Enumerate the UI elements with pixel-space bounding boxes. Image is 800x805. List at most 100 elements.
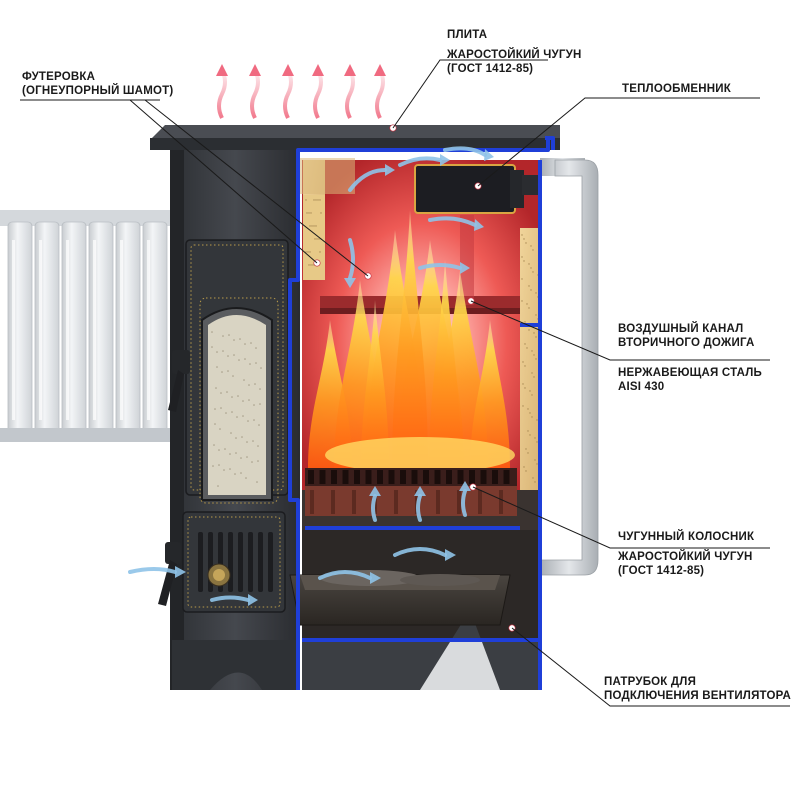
glass-speck — [256, 481, 258, 483]
glass-speck — [227, 370, 229, 372]
glass-speck — [237, 395, 239, 397]
grate-rib — [394, 490, 398, 514]
chamotte-speck — [527, 408, 529, 410]
chamotte-speck — [308, 264, 310, 266]
grate-bar — [492, 470, 498, 484]
air-arrow — [398, 156, 442, 167]
glass-speck — [242, 400, 244, 402]
air-flow-arrows — [128, 146, 494, 606]
ash-door-slot — [258, 532, 263, 592]
stainless-steel-walls — [288, 136, 555, 690]
chamotte-speck — [523, 238, 525, 240]
chamotte-speck — [308, 212, 310, 214]
flame-tongue — [429, 260, 461, 470]
heat-rising-arrows — [216, 64, 386, 119]
chamotte-speck — [530, 267, 532, 269]
glass-speck — [245, 477, 247, 479]
chamotte-speck — [315, 225, 317, 227]
air-arrow-head — [414, 486, 426, 496]
radiator-fin — [34, 221, 60, 433]
flame-tongue — [361, 300, 389, 470]
chamotte-speck — [525, 470, 527, 472]
glass-speck — [219, 428, 221, 430]
heat-arrow-head — [312, 64, 324, 76]
ash-door — [182, 511, 286, 613]
label-fan: ПАТРУБОК ДЛЯ ПОДКЛЮЧЕНИЯ ВЕНТИЛЯТОРА — [604, 675, 791, 703]
glass-speck — [223, 469, 225, 471]
glass-speck — [216, 351, 218, 353]
chamotte-speck — [311, 225, 313, 227]
heat-arrow-head — [249, 64, 261, 76]
glass-speck — [251, 461, 253, 463]
air-arrow — [443, 146, 487, 157]
grate-bar — [446, 470, 452, 484]
air-arrow — [318, 570, 372, 580]
glass-speck — [253, 404, 255, 406]
glass-speck — [240, 457, 242, 459]
glass-speck — [214, 408, 216, 410]
heating-pipe — [539, 158, 599, 576]
chamotte-speck — [310, 212, 312, 214]
glass-speck — [253, 419, 255, 421]
flame-tongue — [392, 210, 428, 470]
heat-arrow-head — [282, 64, 294, 76]
chamotte-speck — [528, 285, 530, 287]
air-arrow-head — [484, 149, 494, 161]
air-arrow — [418, 263, 462, 270]
chamotte-speck — [314, 238, 316, 240]
label-plate-material: ЖАРОСТОЙКИЙ ЧУГУН — [447, 49, 582, 61]
air-arrow — [461, 489, 467, 517]
chamotte-speck — [522, 383, 524, 385]
glass-speck — [224, 448, 226, 450]
glass-speck — [233, 354, 235, 356]
radiator-fin — [142, 221, 168, 433]
radiator-fin-highlight — [93, 240, 96, 420]
air-regulator-dial[interactable] — [207, 563, 231, 587]
glass-speck — [235, 437, 237, 439]
label-grate-material: ЖАРОСТОЙКИЙ ЧУГУН — [618, 551, 753, 563]
glass-speck — [250, 342, 252, 344]
chamotte-speck — [525, 242, 527, 244]
air-arrow-head — [385, 164, 395, 176]
glass-speck — [221, 371, 223, 373]
leader-fan — [511, 627, 790, 707]
chamotte-speck — [522, 405, 524, 407]
grate-rib — [352, 490, 356, 514]
chamotte-speck — [313, 199, 315, 201]
heat-arrow-head — [374, 64, 386, 76]
flame-tongue — [470, 320, 510, 470]
chamotte-speck — [320, 212, 322, 214]
chamotte-speck — [533, 354, 535, 356]
air-arrow — [128, 567, 177, 574]
grate-bar — [365, 470, 372, 484]
chamotte-speck — [532, 271, 534, 273]
glass-speck — [218, 449, 220, 451]
air-arrow — [393, 547, 447, 557]
chamotte-speck — [536, 419, 538, 421]
label-grate-standard: (ГОСТ 1412-85) — [618, 565, 705, 577]
radiator-fin — [7, 221, 33, 433]
glass-speck — [234, 473, 236, 475]
glass-speck — [233, 339, 235, 341]
glass-speck — [212, 465, 214, 467]
marker-plate — [389, 124, 397, 132]
chamotte-speck — [530, 289, 532, 291]
chamotte-speck — [313, 225, 315, 227]
chamotte-speck — [535, 314, 537, 316]
radiator-fin — [115, 221, 141, 433]
chamotte-speck — [535, 358, 537, 360]
chamotte-speck — [319, 199, 321, 201]
label-grate-title: ЧУГУННЫЙ КОЛОСНИК — [618, 531, 755, 543]
label-lining-line1: ФУТЕРОВКА — [22, 71, 96, 83]
glass-speck — [248, 384, 250, 386]
door-handle-upper[interactable] — [168, 350, 190, 412]
glass-speck — [248, 399, 250, 401]
leader-heat-exchanger — [477, 97, 760, 187]
label-lining: ФУТЕРОВКА (ОГНЕУПОРНЫЙ ШАМОТ) — [22, 70, 173, 98]
radiator-fin-highlight — [39, 240, 42, 420]
glass-speck — [217, 485, 219, 487]
glass-speck — [241, 436, 243, 438]
glass-speck — [220, 392, 222, 394]
glass-speck — [229, 468, 231, 470]
chamotte-speck — [528, 329, 530, 331]
